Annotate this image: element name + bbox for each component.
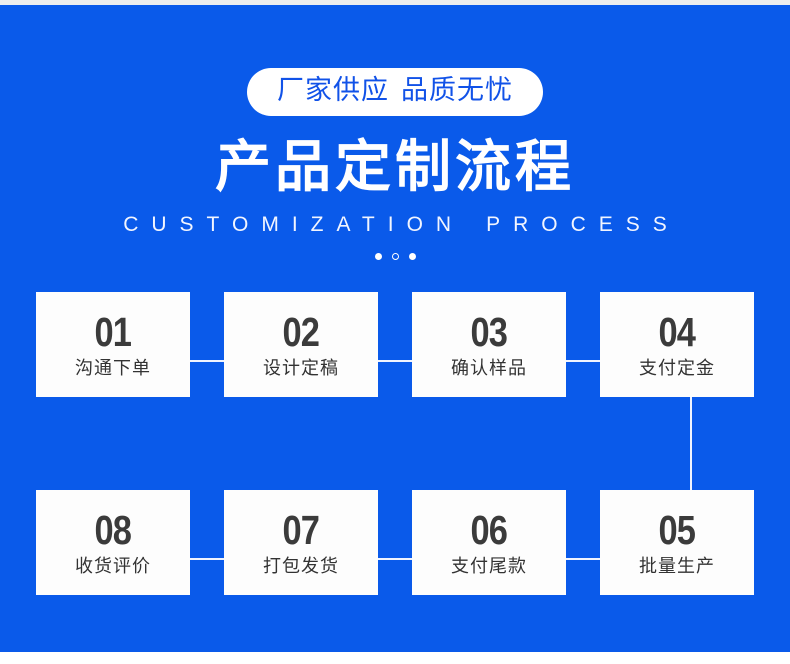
dot-filled-left — [374, 252, 382, 260]
connector-01-to-02 — [190, 360, 224, 362]
step-number: 01 — [94, 309, 132, 355]
step-card-07[interactable]: 07 打包发货 — [224, 490, 378, 595]
decorative-dots — [0, 252, 790, 260]
step-card-02[interactable]: 02 设计定稿 — [224, 292, 378, 397]
connector-07-to-08 — [190, 558, 224, 560]
step-label: 收货评价 — [75, 556, 151, 576]
step-label: 打包发货 — [263, 556, 339, 576]
step-card-04[interactable]: 04 支付定金 — [600, 292, 754, 397]
step-label: 沟通下单 — [75, 358, 151, 378]
connector-06-to-07 — [378, 558, 412, 560]
bottom-edge-strip — [0, 652, 790, 664]
step-number: 05 — [658, 507, 696, 553]
subtitle-word-process: PROCESS — [486, 212, 680, 236]
step-number: 08 — [94, 507, 132, 553]
step-card-03[interactable]: 03 确认样品 — [412, 292, 566, 397]
step-label: 确认样品 — [451, 358, 527, 378]
connector-04-to-05 — [690, 397, 692, 490]
step-row-bottom: 08 收货评价 07 打包发货 06 支付尾款 05 批量生产 — [36, 490, 754, 595]
step-number: 07 — [282, 507, 320, 553]
top-edge-strip — [0, 0, 790, 5]
step-label: 支付尾款 — [451, 556, 527, 576]
step-row-top: 01 沟通下单 02 设计定稿 03 确认样品 04 支付定金 — [36, 292, 754, 397]
step-card-05[interactable]: 05 批量生产 — [600, 490, 754, 595]
connector-05-to-06 — [566, 558, 600, 560]
dot-hollow-center — [391, 252, 399, 260]
quality-badge: 厂家供应品质无忧 — [247, 68, 543, 116]
badge-text-primary: 厂家供应 — [277, 75, 389, 105]
badge-text-secondary: 品质无忧 — [401, 75, 513, 105]
step-card-01[interactable]: 01 沟通下单 — [36, 292, 190, 397]
step-label: 批量生产 — [639, 556, 715, 576]
step-number: 03 — [470, 309, 508, 355]
banner-header: 厂家供应品质无忧 产品定制流程 CUSTOMIZATION PROCESS — [0, 0, 790, 260]
step-number: 04 — [658, 309, 696, 355]
connector-02-to-03 — [378, 360, 412, 362]
dot-filled-right — [408, 252, 416, 260]
step-label: 支付定金 — [639, 358, 715, 378]
step-number: 06 — [470, 507, 508, 553]
step-card-08[interactable]: 08 收货评价 — [36, 490, 190, 595]
connector-03-to-04 — [566, 360, 600, 362]
page-title: 产品定制流程 — [215, 134, 575, 198]
page-subtitle: CUSTOMIZATION PROCESS — [0, 213, 790, 237]
step-number: 02 — [282, 309, 320, 355]
subtitle-word-customization: CUSTOMIZATION — [123, 212, 465, 236]
step-label: 设计定稿 — [263, 358, 339, 378]
step-card-06[interactable]: 06 支付尾款 — [412, 490, 566, 595]
